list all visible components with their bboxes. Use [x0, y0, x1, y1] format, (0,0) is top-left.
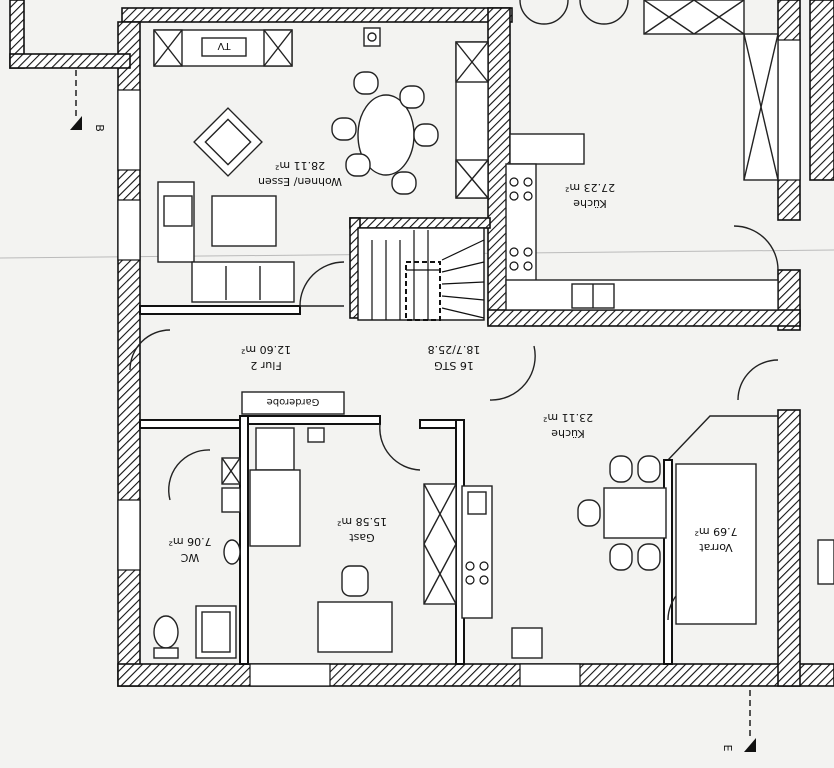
stairs-dimension: 18.7/25.8 [428, 343, 481, 356]
room-labels: Wohnen/ Essen 28.11 m² Küche 27.23 m² Fl… [168, 159, 737, 564]
room-area-kueche-top: 27.23 m² [565, 181, 615, 194]
wc-fixtures [153, 457, 241, 659]
section-marker-b: B [70, 70, 106, 132]
toilet [153, 615, 179, 649]
room-area-wohnen: 28.11 m² [275, 159, 325, 172]
room-name-kueche-main: Küche [551, 427, 585, 440]
dining-chairs [331, 71, 439, 195]
tv-icon [201, 37, 247, 57]
section-b-label: B [93, 124, 106, 132]
section-e-label: E [721, 745, 734, 752]
garderobe-label: Garderobe [267, 396, 320, 407]
room-name-wc: WC [180, 551, 199, 564]
desk-chair [341, 565, 369, 597]
wash-basin [223, 539, 241, 565]
vorrat-shelves [675, 463, 757, 625]
room-area-vorrat: 7.69 m² [694, 525, 737, 538]
room-name-vorrat: Vorrat [699, 541, 733, 554]
room-area-gast: 15.58 m² [337, 515, 387, 528]
room-name-gast: Gast [349, 531, 375, 544]
room-name-wohnen: Wohnen/ Essen [258, 175, 342, 188]
main-kitchen-furniture [423, 455, 834, 659]
room-area-flur: 12.60 m² [241, 343, 291, 356]
doors [129, 225, 779, 621]
coffee-table [211, 195, 277, 247]
room-name-kueche-top: Küche [573, 197, 607, 210]
garderobe-unit [241, 391, 345, 415]
windows [117, 39, 801, 687]
staircase [357, 227, 485, 321]
upper-kitchen-furniture [505, 0, 779, 311]
section-marker-e: E [721, 690, 756, 752]
tv-label: TV [217, 40, 231, 51]
guest-room-furniture: Garderobe [241, 391, 393, 653]
room-area-kueche-main: 23.11 m² [543, 411, 593, 424]
stairs-steps: 16 STG [434, 359, 474, 372]
interior-walls [139, 217, 778, 665]
desk [317, 601, 393, 653]
kitchen-table [603, 487, 667, 539]
sofa-bottom [191, 261, 295, 303]
room-area-wc: 7.06 m² [168, 535, 211, 548]
armchair [193, 107, 263, 177]
kitchen-chairs [577, 455, 661, 571]
room-name-flur: Flur 2 [250, 359, 281, 372]
living-furniture: TV [153, 27, 489, 303]
